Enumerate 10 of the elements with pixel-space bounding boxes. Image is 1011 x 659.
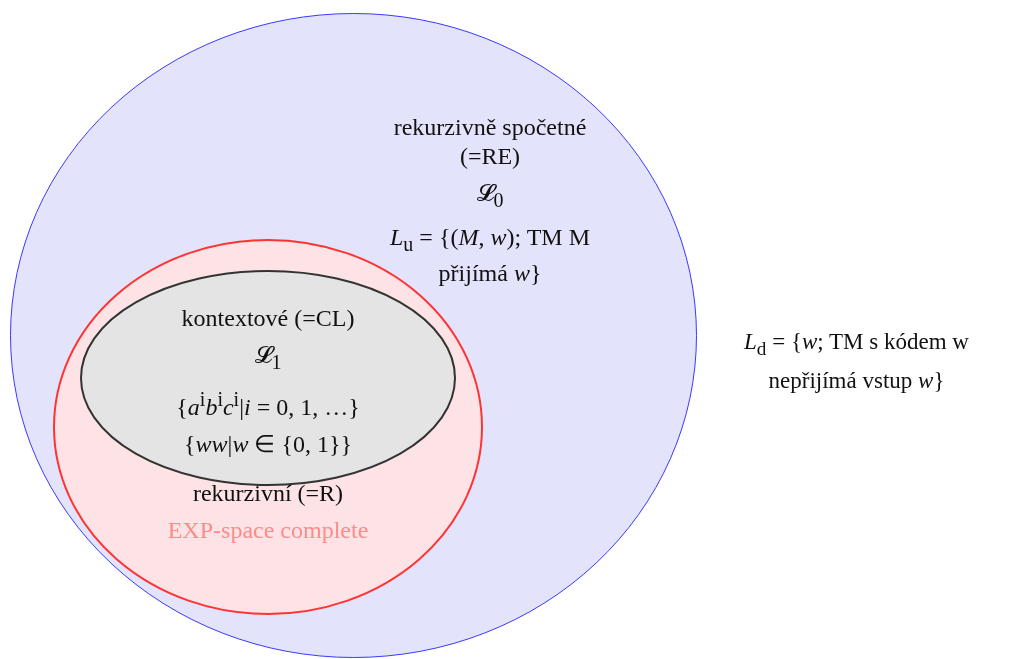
language-example: {a$^{i}$b$^{i}$c$^{i}$|i = 0, 1, …} [175,386,361,422]
class-name: kontextové (=CL) [180,304,356,333]
class-symbol: 𝓛$_{1}$ [253,341,283,375]
language-definition: L$_{u}$ = {(M, w); TM M přijímá w} [389,222,591,288]
completeness-note: EXP-space complete [166,516,370,545]
class-name: rekurzivní (=R) [191,479,345,508]
class-symbol: 𝓛$_{0}$ [475,179,505,213]
language-definition: L$_{d}$ = {w; TM s kódem w nepřijímá vstup w} [743,328,970,395]
language-example: {ww|w ∈ {0, 1}} [183,429,353,459]
class-name: rekurzivně spočetné (=RE) [392,113,588,171]
